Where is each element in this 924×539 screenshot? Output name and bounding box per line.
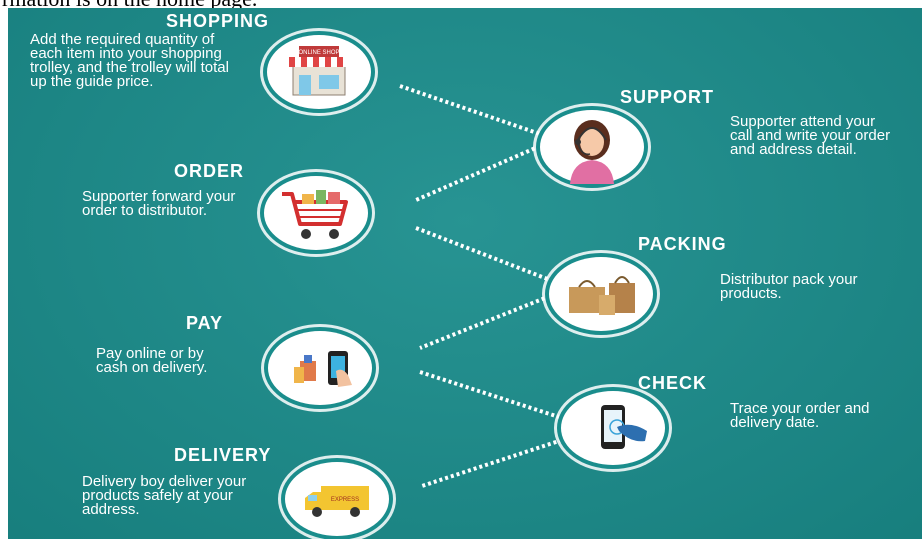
touch-phone-icon <box>601 405 647 449</box>
shopping-title: SHOPPING <box>166 11 270 31</box>
pay-title: PAY <box>186 313 224 333</box>
delivery-title: DELIVERY <box>174 445 272 465</box>
support-agent-icon <box>570 120 614 184</box>
support-circle <box>540 110 644 184</box>
svg-text:ONLINE SHOP: ONLINE SHOP <box>298 50 339 56</box>
shopping-bags-icon <box>569 276 635 315</box>
support-title: SUPPORT <box>620 87 715 107</box>
pay-description: Pay online or by cash on delivery. <box>96 345 208 376</box>
support-description: Supporter attend your call and write you… <box>730 113 891 158</box>
packing-title: PACKING <box>638 234 727 254</box>
shop-icon: ONLINE SHOP <box>289 46 349 96</box>
page-header-text: rmation is on the home page. <box>2 0 257 12</box>
packing-description: Distributor pack your products. <box>720 271 858 302</box>
delivery-circle: EXPRESS <box>285 462 389 536</box>
order-title: ORDER <box>174 161 245 181</box>
delivery-truck-icon: EXPRESS <box>305 486 369 517</box>
check-title: CHECK <box>638 373 708 393</box>
shopping-cart-icon <box>282 190 348 239</box>
order-description: Supporter forward your order to distribu… <box>82 188 236 219</box>
shopping-circle: ONLINE SHOP <box>267 35 371 109</box>
svg-text:EXPRESS: EXPRESS <box>331 497 359 503</box>
check-description: Trace your order and delivery date. <box>730 400 870 431</box>
payment-icon <box>294 351 352 387</box>
dotted-connector <box>399 84 563 488</box>
delivery-description: Delivery boy deliver your products safel… <box>82 473 247 518</box>
shopping-description: Add the required quantity of each item i… <box>30 31 229 90</box>
packing-circle <box>549 257 653 331</box>
order-circle <box>264 176 368 250</box>
check-circle <box>561 391 665 465</box>
infographic-panel: SHOPPING Add the required quantity of ea… <box>8 8 922 539</box>
pay-circle <box>268 331 372 405</box>
